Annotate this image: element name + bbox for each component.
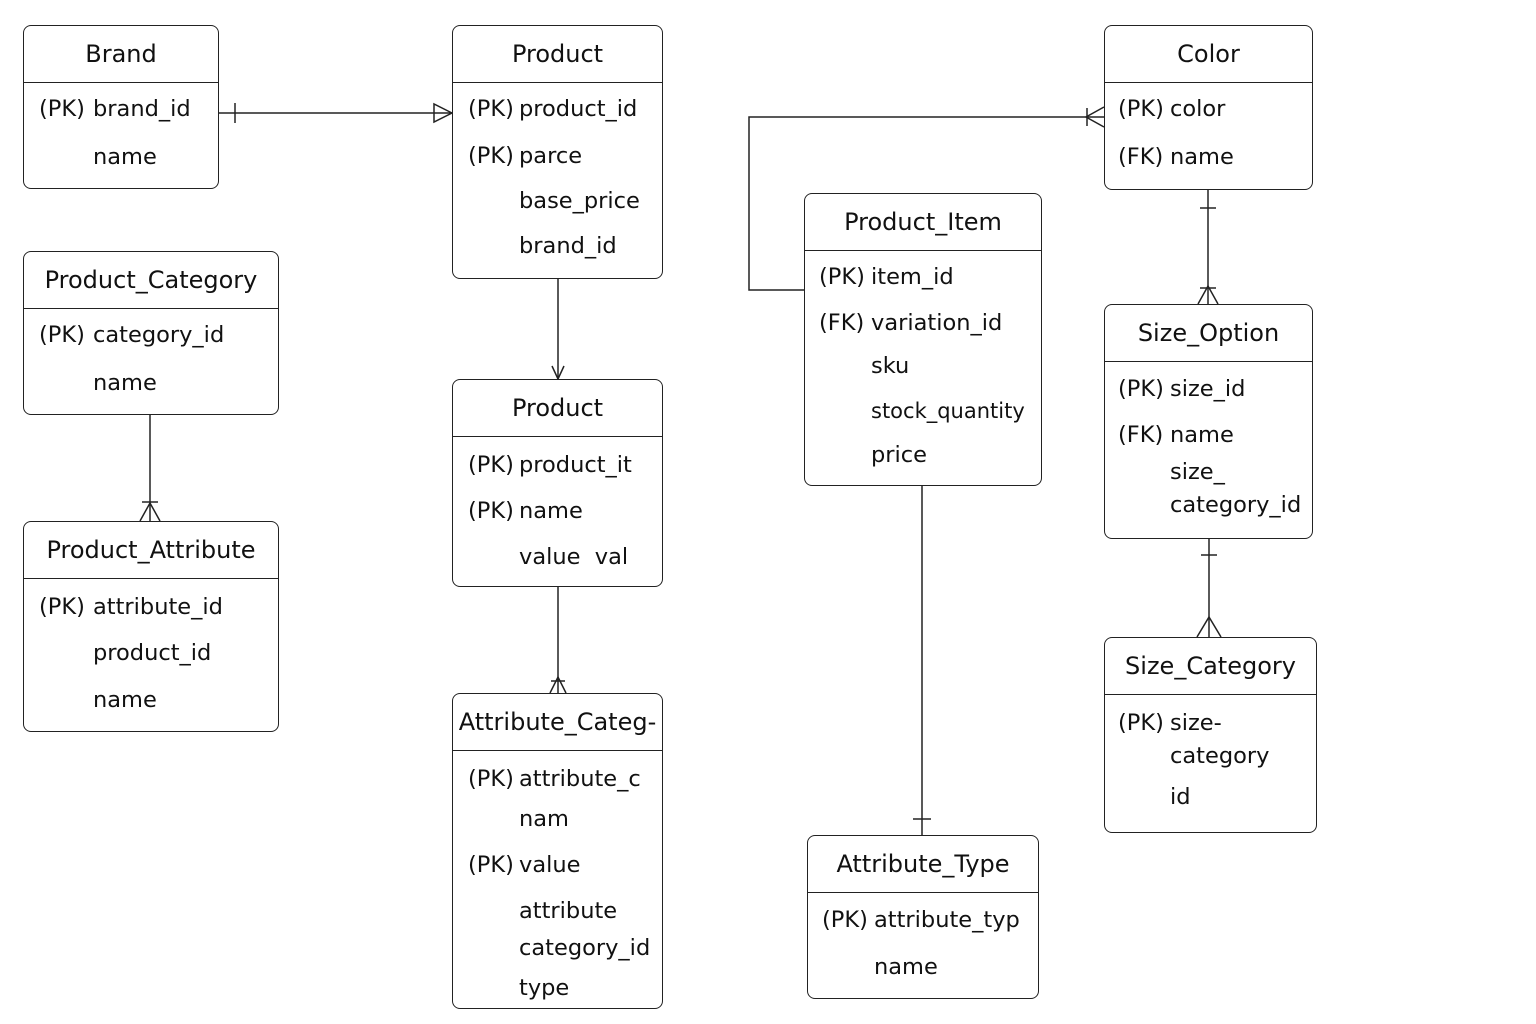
attribute-name: attribute_c (519, 766, 641, 792)
key-marker: (PK) (468, 96, 514, 122)
entity-title: Product (453, 26, 662, 83)
attribute-name: product_id (519, 96, 638, 122)
attribute-name: value val (519, 544, 629, 570)
key-marker: (PK) (468, 766, 514, 792)
attribute-name: parce (519, 143, 583, 169)
attribute-name: product_it (519, 452, 632, 478)
entity-product-attribute: Product_Attribute (PK) attribute_id produ… (23, 521, 279, 732)
rel-item-color (748, 116, 1104, 291)
attribute-name: brand_id (519, 233, 617, 259)
key-marker: (FK) (1118, 422, 1164, 448)
key-marker: (PK) (39, 96, 85, 122)
entity-title: Attribute_Categ- (453, 694, 662, 751)
entity-product-2: Product (PK)product_it (PK)name value va… (452, 379, 663, 587)
entity-product: Product (PK)product_id (PK)parce base_pr… (452, 25, 663, 279)
entity-title: Product_Category (24, 252, 278, 309)
key-marker: (PK) (39, 594, 85, 620)
attribute-name: item_id (871, 264, 954, 290)
entity-title: Attribute_Type (808, 836, 1038, 893)
rel-product2-attribute-categ-crow (549, 675, 567, 694)
attribute-name: id (1170, 784, 1191, 810)
entity-title: Size_Category (1105, 638, 1316, 695)
attribute-name: brand_id (93, 96, 191, 122)
attribute-name: name (1170, 422, 1234, 448)
entity-brand: Brand (PK) brand_id name (23, 25, 219, 189)
key-marker: (FK) (1118, 144, 1164, 170)
entity-color: Color (PK)color (FK)name (1104, 25, 1313, 190)
rel-item-color-crow (1084, 106, 1105, 128)
key-marker: (PK) (468, 143, 514, 169)
attribute-name: sku (871, 353, 910, 379)
entity-attribute-categ: Attribute_Categ- (PK)attribute_c nam (PK… (452, 693, 663, 1009)
key-marker: (PK) (1118, 96, 1164, 122)
attribute-name: attribute_typ (874, 907, 1020, 933)
attribute-name: color (1170, 96, 1226, 122)
attribute-name: name (93, 687, 157, 713)
attribute-name: attribute (519, 898, 618, 924)
attribute-name: variation_id (871, 310, 1003, 336)
entity-title: Product_Attribute (24, 522, 278, 579)
entity-size-option: Size_Option (PK)size_id (FK)name size_ c… (1104, 304, 1313, 539)
entity-title: Brand (24, 26, 218, 83)
key-marker: (PK) (822, 907, 868, 933)
key-marker: (PK) (1118, 710, 1164, 736)
entity-title: Size_Option (1105, 305, 1312, 362)
rel-size-option-size-category-crow (1196, 615, 1222, 638)
entity-title: Product_Item (805, 194, 1041, 251)
attribute-name: base_price (519, 188, 640, 214)
attribute-name: size_id (1170, 376, 1246, 402)
entity-size-category: Size_Category (PK)size- category id (1104, 637, 1317, 833)
key-marker: (PK) (819, 264, 865, 290)
attribute-name: name (93, 144, 157, 170)
attribute-name: type (519, 975, 570, 1001)
key-marker: (PK) (468, 852, 514, 878)
entity-title: Color (1105, 26, 1312, 83)
entity-attribute-type: Attribute_Type (PK)attribute_typ name (807, 835, 1039, 999)
entity-title: Product (453, 380, 662, 437)
attribute-name: nam (519, 806, 569, 832)
attribute-name: attribute_id (93, 594, 223, 620)
attribute-name: category_id (93, 322, 225, 348)
attribute-name: product_id (93, 640, 212, 666)
attribute-name: name (93, 370, 157, 396)
rel-category-attribute-crow (139, 501, 161, 522)
rel-color-size-option-crow (1197, 284, 1219, 305)
key-marker: (PK) (1118, 376, 1164, 402)
entity-product-category: Product_Category (PK) category_id name (23, 251, 279, 415)
attribute-name: category_id (519, 935, 651, 961)
attribute-name: name (519, 498, 583, 524)
key-marker: (FK) (819, 310, 865, 336)
attribute-name: name (874, 954, 938, 980)
attribute-name: value (519, 852, 581, 878)
attribute-name: price (871, 442, 927, 468)
entity-product-item: Product_Item (PK)item_id (FK)variation_i… (804, 193, 1042, 486)
attribute-name: stock_quantity (871, 399, 1025, 423)
key-marker: (PK) (39, 322, 85, 348)
attribute-name: name (1170, 144, 1234, 170)
key-marker: (PK) (468, 452, 514, 478)
attribute-name: category (1170, 743, 1270, 769)
attribute-name: category_id (1170, 492, 1302, 518)
rel-brand-product-arrow (433, 102, 454, 124)
attribute-name: size_ (1170, 459, 1225, 485)
key-marker: (PK) (468, 498, 514, 524)
attribute-name: size- (1170, 710, 1222, 736)
